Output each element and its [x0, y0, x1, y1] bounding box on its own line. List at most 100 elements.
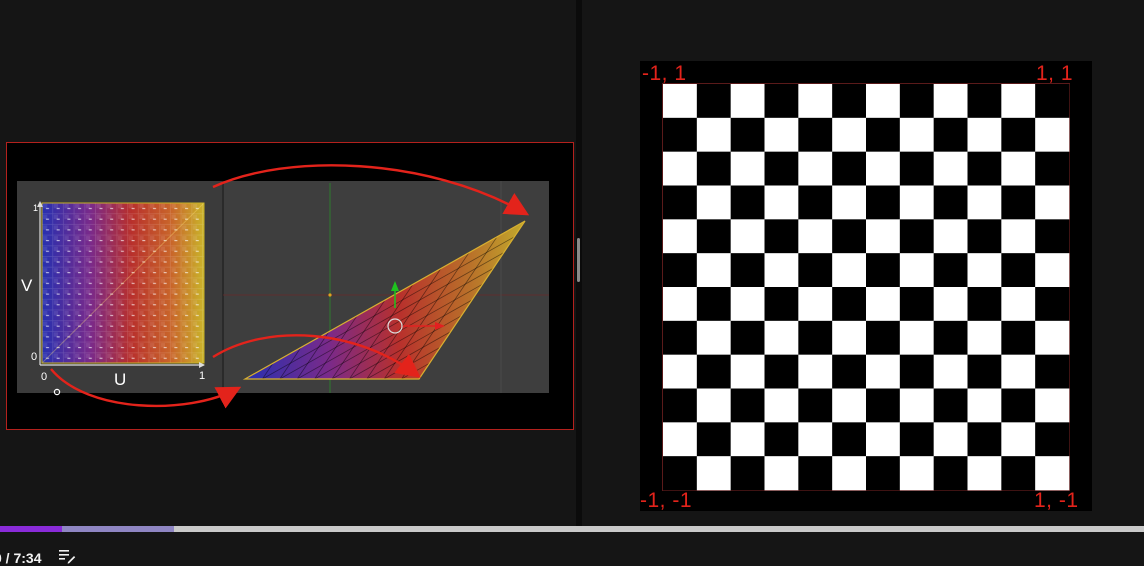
- uv-mapping-diagram: 1 0 V 0 U 1: [17, 164, 549, 409]
- corner-label-top-right: 1, 1: [1036, 62, 1074, 85]
- checker-square: [764, 219, 799, 254]
- checker-square: [832, 354, 867, 389]
- checker-square: [730, 219, 765, 254]
- checker-square: [696, 185, 731, 220]
- checker-square: [663, 219, 698, 254]
- checker-square: [730, 388, 765, 423]
- checker-square: [899, 84, 934, 119]
- checker-square: [866, 151, 901, 186]
- checker-square: [1035, 422, 1070, 457]
- checker-square: [1035, 320, 1070, 355]
- checker-square: [899, 253, 934, 288]
- checker-square: [967, 151, 1002, 186]
- checker-square: [933, 456, 968, 491]
- mesh-edge: [331, 299, 473, 379]
- checker-square: [899, 117, 934, 152]
- checker-square: [967, 320, 1002, 355]
- checker-square: [764, 185, 799, 220]
- checker-square: [1035, 388, 1070, 423]
- checker-square: [1001, 84, 1036, 119]
- checker-square: [933, 219, 968, 254]
- checker-square: [663, 354, 698, 389]
- checker-square: [933, 320, 968, 355]
- checker-square: [967, 354, 1002, 389]
- checker-square: [899, 320, 934, 355]
- checker-square: [832, 456, 867, 491]
- mesh-edge: [279, 252, 504, 379]
- checker-square: [696, 117, 731, 152]
- checker-square: [1001, 456, 1036, 491]
- progress-played: [0, 526, 62, 532]
- checker-square: [899, 151, 934, 186]
- checker-square: [899, 185, 934, 220]
- checker-square: [764, 354, 799, 389]
- checker-square: [933, 287, 968, 322]
- checker-square: [899, 219, 934, 254]
- mesh-edge: [331, 299, 386, 379]
- checkerboard-slide: [640, 61, 1092, 511]
- checker-square: [1001, 117, 1036, 152]
- checker-square: [798, 388, 833, 423]
- split-divider[interactable]: [576, 0, 582, 566]
- player-controls-bar: [0, 532, 1144, 566]
- v-axis-label: V: [21, 276, 33, 295]
- checker-square: [663, 151, 698, 186]
- checker-square: [832, 117, 867, 152]
- v-tick-0: 0: [31, 351, 37, 363]
- checker-square: [1035, 287, 1070, 322]
- checker-square: [832, 253, 867, 288]
- v-tick-1: 1: [33, 203, 38, 213]
- checker-square: [899, 388, 934, 423]
- checker-square: [1001, 185, 1036, 220]
- mesh-edge: [279, 347, 302, 379]
- time-display: 0 / 7:34: [0, 550, 42, 566]
- checker-square: [899, 354, 934, 389]
- checker-square: [798, 287, 833, 322]
- checker-square: [866, 388, 901, 423]
- checker-square: [933, 84, 968, 119]
- checker-square: [1035, 185, 1070, 220]
- checker-square: [866, 422, 901, 457]
- checker-square: [798, 253, 833, 288]
- checker-square: [866, 117, 901, 152]
- checker-square: [967, 253, 1002, 288]
- pivot-circle[interactable]: [387, 318, 403, 334]
- checker-square: [967, 117, 1002, 152]
- checker-square: [1035, 253, 1070, 288]
- split-drag-handle[interactable]: [577, 238, 580, 282]
- progress-bar[interactable]: [0, 526, 1144, 532]
- checker-square: [933, 422, 968, 457]
- checker-square: [1001, 253, 1036, 288]
- checker-square: [866, 320, 901, 355]
- mesh-edge: [262, 362, 274, 379]
- mapping-arrow-middle: [212, 334, 421, 378]
- checker-square: [730, 253, 765, 288]
- checker-square: [967, 388, 1002, 423]
- chapters-icon[interactable]: [58, 548, 76, 564]
- checker-square: [764, 84, 799, 119]
- checker-square: [1001, 354, 1036, 389]
- checker-square: [1035, 117, 1070, 152]
- uv-mapping-slide: 1 0 V 0 U 1: [6, 142, 574, 430]
- checker-square: [764, 320, 799, 355]
- checker-square: [832, 185, 867, 220]
- checker-square: [764, 287, 799, 322]
- checker-square: [832, 422, 867, 457]
- checker-square: [696, 388, 731, 423]
- checker-square: [730, 422, 765, 457]
- checker-square: [866, 219, 901, 254]
- checker-square: [730, 456, 765, 491]
- checker-square: [730, 117, 765, 152]
- checker-square: [899, 456, 934, 491]
- checker-square: [866, 354, 901, 389]
- checker-square: [663, 456, 698, 491]
- checker-square: [663, 320, 698, 355]
- checker-square: [764, 456, 799, 491]
- checker-square: [696, 456, 731, 491]
- checker-square: [832, 320, 867, 355]
- checker-square: [1001, 388, 1036, 423]
- checker-square: [866, 287, 901, 322]
- checker-square: [1001, 219, 1036, 254]
- checker-square: [696, 320, 731, 355]
- checker-square: [696, 354, 731, 389]
